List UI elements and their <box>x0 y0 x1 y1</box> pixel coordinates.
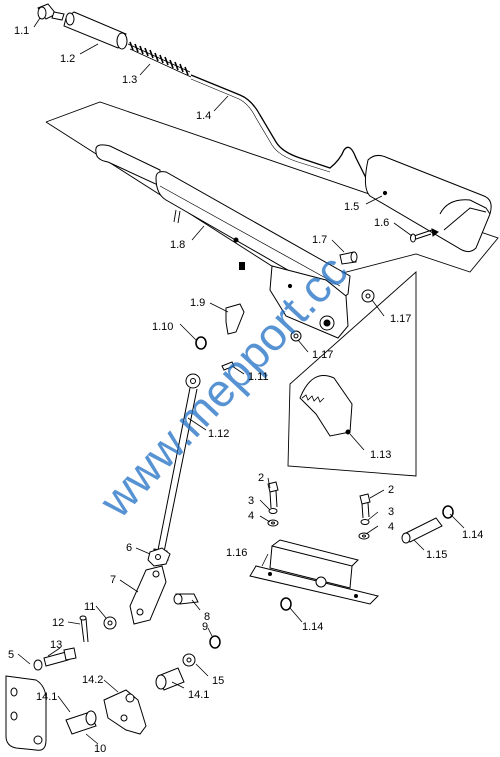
label-2-left: 2 <box>258 472 264 484</box>
spring-1-3 <box>127 41 192 78</box>
label-9: 9 <box>202 621 208 633</box>
label-4-left: 4 <box>248 510 254 522</box>
label-1-9: 1.9 <box>190 297 205 309</box>
label-7: 7 <box>110 574 116 586</box>
washer-1-17-upper <box>361 289 375 303</box>
bolt-2-left <box>267 481 279 509</box>
label-1-3: 1.3 <box>122 74 137 86</box>
label-1-14-right: 1.14 <box>462 529 483 541</box>
label-1-8: 1.8 <box>170 239 185 251</box>
cable-1-4 <box>190 74 367 179</box>
label-8: 8 <box>204 611 210 623</box>
label-10: 10 <box>94 743 106 755</box>
washer-4-left <box>267 519 279 527</box>
label-14-1-right: 14.1 <box>188 689 209 701</box>
screw-1-6 <box>410 228 439 243</box>
base-bracket-10 <box>5 675 47 751</box>
label-1-11: 1.11 <box>248 371 269 383</box>
washer-15 <box>182 653 196 667</box>
label-1-7: 1.7 <box>312 234 327 246</box>
label-3-right: 3 <box>388 506 394 518</box>
lever-1-8 <box>95 144 351 301</box>
nut-6 <box>147 547 171 567</box>
nut-5 <box>33 659 43 671</box>
bushing-14-1-left <box>65 710 97 735</box>
label-15: 15 <box>212 675 224 687</box>
label-3-left: 3 <box>248 495 254 507</box>
washer-1-17-lower <box>290 330 302 342</box>
pin-1-15 <box>401 517 443 544</box>
label-2-right: 2 <box>388 484 394 496</box>
label-1-6: 1.6 <box>374 217 389 229</box>
washer-3-right <box>360 519 370 525</box>
label-14-2: 14.2 <box>82 674 103 686</box>
pin-8 <box>173 593 199 605</box>
knob-1-1 <box>37 3 65 21</box>
pin-1-11 <box>221 361 235 371</box>
label-12: 12 <box>52 617 64 629</box>
ratchet-sector-panel <box>287 270 417 477</box>
label-1-13: 1.13 <box>370 449 391 461</box>
label-1-2: 1.2 <box>60 53 75 65</box>
bracket-1-16 <box>249 539 379 605</box>
bolt-2-right <box>359 493 371 519</box>
pin-1-7 <box>339 251 358 265</box>
split-pin-12 <box>79 615 89 643</box>
lever-14-2 <box>103 689 147 735</box>
label-14-1-left: 14.1 <box>36 691 57 703</box>
label-4-right: 4 <box>388 521 394 533</box>
label-1-1: 1.1 <box>14 25 29 37</box>
pawl-1-9 <box>225 303 245 335</box>
label-1-17-upper: 1.17 <box>390 313 411 325</box>
leader-lines <box>17 17 465 745</box>
sleeve-1-2 <box>63 11 128 50</box>
washer-11 <box>103 616 117 630</box>
label-1-17-lower: 1.17 <box>312 349 333 361</box>
washer-4-right <box>358 532 370 540</box>
label-1-16: 1.16 <box>226 547 247 559</box>
label-1-15: 1.15 <box>426 549 447 561</box>
label-5: 5 <box>8 649 14 661</box>
bushing-14-1-right <box>155 667 185 691</box>
label-1-12: 1.12 <box>208 428 229 440</box>
label-13: 13 <box>50 639 62 651</box>
label-6: 6 <box>126 542 132 554</box>
callout-labels: 1.1 1.2 1.3 1.4 1.5 1.6 1.7 1.8 1.9 1.10… <box>8 25 483 755</box>
label-1-14-lower: 1.14 <box>302 621 323 633</box>
washer-3-left <box>268 508 278 514</box>
circlip-1-10 <box>195 336 207 350</box>
label-1-4: 1.4 <box>196 110 211 122</box>
circlip-9 <box>209 635 221 649</box>
clevis-7 <box>129 565 167 625</box>
label-1-10: 1.10 <box>152 321 173 333</box>
bolt-13 <box>43 647 77 667</box>
label-11: 11 <box>84 601 95 613</box>
label-1-5: 1.5 <box>344 201 359 213</box>
circlip-1-14-right <box>442 505 454 519</box>
circlip-1-14-lower <box>280 597 292 611</box>
lever-end-plate <box>269 265 349 339</box>
handle-grip-1-5 <box>364 154 492 253</box>
